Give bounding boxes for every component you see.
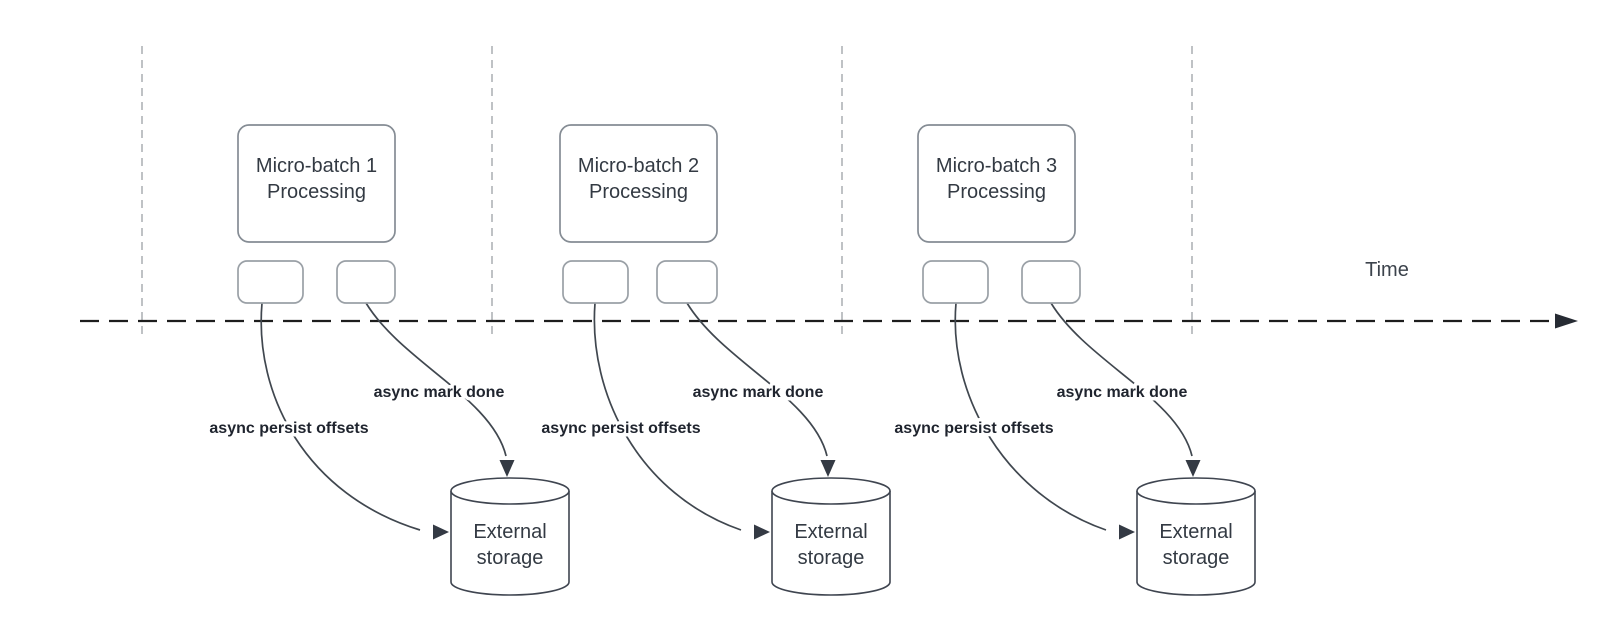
persist-offsets-arrow-2 (593, 302, 742, 531)
mark-done-arrow-1 (365, 302, 507, 457)
cylinder-body-1 (450, 491, 570, 596)
external-storage-cylinder-1: External storage (450, 477, 570, 596)
persist-offsets-label-3: async persist offsets (894, 420, 1053, 437)
persist-offsets-label-1: async persist offsets (209, 420, 368, 437)
epoch-divider-lines (141, 46, 1193, 338)
cylinder-top-3 (1136, 477, 1256, 505)
microbatch-box-subtitle-1: Processing (267, 181, 366, 203)
mark-done-label-2: async mark done (693, 384, 824, 401)
storage-label-line2-3: storage (1163, 547, 1230, 569)
time-axis: Time (80, 259, 1578, 329)
cylinder-body-2 (771, 491, 891, 596)
persist-offsets-label-2: async persist offsets (541, 420, 700, 437)
persist-offsets-arrow-1 (260, 302, 421, 531)
mark-done-arrowhead-icon-2 (820, 460, 836, 477)
offset-task-box-3 (922, 260, 989, 304)
microbatch-box-subtitle-2: Processing (589, 181, 688, 203)
external-storage-cylinder-2: External storage (771, 477, 891, 596)
commit-task-box-3 (1021, 260, 1081, 304)
mark-done-arrow-3 (1050, 302, 1193, 457)
microbatch-processing-box-3 (917, 124, 1076, 243)
offset-task-box-2 (562, 260, 629, 304)
mark-done-arrow-2 (686, 302, 828, 457)
persist-offsets-arrowhead-icon-2 (754, 524, 770, 540)
microbatch-processing-box-1 (237, 124, 396, 243)
microbatch-box-subtitle-3: Processing (947, 181, 1046, 203)
microbatch-processing-box-2 (559, 124, 718, 243)
offset-task-box-1 (237, 260, 304, 304)
mark-done-arrowhead-icon-3 (1185, 460, 1201, 477)
external-storage-cylinder-3: External storage (1136, 477, 1256, 596)
persist-offsets-arrowhead-icon-3 (1119, 524, 1135, 540)
storage-label-line1-1: External (473, 521, 546, 543)
microbatch-group-3: Micro-batch 3 Processing async persist o… (891, 124, 1256, 596)
cylinder-top-1 (450, 477, 570, 505)
storage-label-line2-1: storage (477, 547, 544, 569)
storage-label-line1-2: External (794, 521, 867, 543)
microbatch-group-1: Micro-batch 1 Processing async persist o… (206, 124, 570, 596)
time-axis-label: Time (1365, 259, 1409, 281)
cylinder-body-3 (1136, 491, 1256, 596)
storage-label-line1-3: External (1159, 521, 1232, 543)
mark-done-arrowhead-icon-1 (499, 460, 515, 477)
microbatch-box-title-3: Micro-batch 3 (936, 155, 1057, 177)
microbatch-box-title-1: Micro-batch 1 (256, 155, 377, 177)
commit-task-box-1 (336, 260, 396, 304)
time-axis-arrowhead-icon (1555, 313, 1578, 329)
persist-offsets-arrowhead-icon-1 (433, 524, 449, 540)
microbatch-group-2: Micro-batch 2 Processing async persist o… (538, 124, 891, 596)
storage-label-line2-2: storage (798, 547, 865, 569)
persist-offsets-arrow-3 (954, 302, 1107, 531)
microbatch-box-title-2: Micro-batch 2 (578, 155, 699, 177)
mark-done-label-1: async mark done (374, 384, 505, 401)
commit-task-box-2 (656, 260, 718, 304)
mark-done-label-3: async mark done (1057, 384, 1188, 401)
cylinder-top-2 (771, 477, 891, 505)
